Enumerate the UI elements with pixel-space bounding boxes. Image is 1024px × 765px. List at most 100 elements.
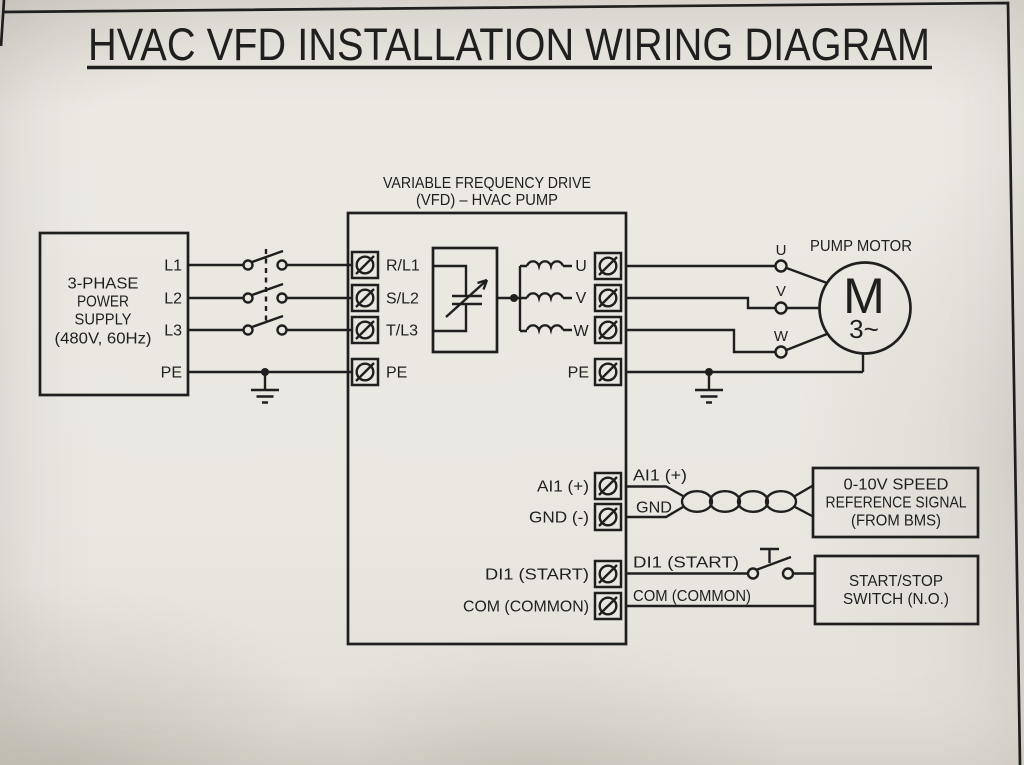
motor-lead-wires	[786, 266, 828, 352]
converter-block	[431, 246, 499, 354]
vfd-heading-2: (VFD) – HVAC PUMP	[416, 192, 558, 209]
screw-slash	[598, 288, 618, 308]
junction-dot	[510, 294, 518, 302]
screw-terminal-tl3	[350, 315, 380, 345]
motor-lead-label-u: U	[776, 242, 787, 259]
start-stop-line-2: SWITCH (N.O.)	[843, 591, 949, 608]
screw-slash	[598, 256, 618, 276]
output-terminal-label-pe: PE	[568, 365, 589, 382]
speed-reference-box: 0-10V SPEED REFERENCE SIGNAL (FROM BMS)	[811, 466, 980, 539]
screw-terminal-ai1	[593, 471, 623, 501]
input-terminal-label-rl1: R/L1	[386, 258, 420, 275]
com-label-inside: COM (COMMON)	[463, 599, 589, 616]
di1-label-outside: DI1 (START)	[633, 555, 739, 572]
screw-terminal-pe-in	[350, 357, 380, 387]
motor-circuit: U V W M 3~ PUMP MOTOR	[626, 238, 912, 404]
com-label-outside: COM (COMMON)	[633, 588, 751, 605]
disconnect-contact	[276, 292, 288, 304]
start-stop-outline	[813, 554, 980, 626]
screw-terminal-icon	[598, 596, 618, 616]
motor-letter: M	[843, 268, 885, 324]
page-title: HVAC VFD INSTALLATION WIRING DIAGRAM	[88, 19, 930, 70]
vfd-heading-1: VARIABLE FREQUENCY DRIVE	[383, 175, 591, 192]
supply-terminal-l1: L1	[164, 258, 182, 275]
start-stop-contact	[746, 547, 795, 580]
start-stop-box: START/STOP SWITCH (N.O.)	[813, 554, 980, 626]
screw-slash	[355, 288, 375, 308]
twist-loop	[708, 490, 742, 514]
vfd-box: VARIABLE FREQUENCY DRIVE (VFD) – HVAC PU…	[346, 175, 628, 646]
output-terminal-label-w: W	[573, 323, 589, 340]
screw-terminal-icon	[355, 320, 375, 340]
screw-terminal-rl1	[350, 250, 380, 280]
wire-w	[626, 328, 776, 354]
screw-terminal-sl2	[350, 283, 380, 313]
di1-label-inside: DI1 (START)	[485, 567, 589, 584]
ai1-label-inside: AI1 (+)	[537, 479, 589, 496]
speed-ref-line-1: 0-10V SPEED	[844, 477, 949, 494]
power-supply-box: 3-PHASE POWER SUPPLY (480V, 60Hz) L1 L2 …	[38, 231, 190, 397]
motor-phase: 3~	[849, 314, 879, 344]
dc-bus-capacitor-icon	[433, 264, 482, 333]
switch-contact	[781, 567, 795, 580]
analog-wires-out	[794, 484, 814, 518]
screw-slash	[355, 362, 375, 382]
disconnect-blade	[251, 249, 284, 264]
input-terminal-label-tl3: T/L3	[386, 323, 418, 340]
screw-slash	[355, 255, 375, 275]
gnd-label-outside: GND	[636, 500, 672, 517]
screw-terminal-pe-out	[593, 357, 623, 387]
screw-slash	[598, 596, 618, 616]
inductor-coil-u	[525, 260, 572, 271]
screw-terminal-gnd	[593, 502, 623, 532]
screw-terminal-w	[593, 315, 623, 345]
screw-terminal-u	[593, 251, 623, 281]
inductor-coil-v	[525, 292, 572, 303]
output-terminal-label-v: V	[576, 290, 587, 307]
screw-slash	[598, 564, 618, 584]
screw-terminal-icon	[598, 320, 618, 340]
vfd-outline	[346, 211, 628, 646]
disconnect-contact	[242, 324, 254, 336]
start-stop-line-1: START/STOP	[849, 573, 943, 590]
input-terminal-label-pe: PE	[386, 365, 407, 382]
gnd-label-inside: GND (-)	[529, 510, 589, 527]
analog-input-circuit: AI1 (+) GND (-) AI1 (+) GND 0-10V SPEED …	[529, 466, 980, 539]
screw-terminal-com	[593, 591, 623, 621]
motor-lead-node-u	[774, 259, 788, 273]
disconnect-contact	[276, 259, 288, 271]
earth-ground-icon	[695, 372, 723, 404]
screw-terminal-icon	[598, 564, 618, 584]
twist-loop	[764, 490, 798, 514]
twist-loop	[736, 490, 770, 514]
screw-slash	[598, 507, 618, 527]
screw-terminal-v	[593, 283, 623, 313]
power-supply-label-3: SUPPLY	[75, 312, 132, 329]
screw-terminal-icon	[355, 362, 375, 382]
twisted-pair-cable	[680, 490, 798, 514]
disconnect-blade	[251, 314, 284, 329]
converter-outline	[431, 246, 499, 354]
motor-lead-node-w	[774, 345, 788, 359]
supply-terminal-l3: L3	[164, 323, 182, 340]
input-terminal-label-sl2: S/L2	[386, 291, 419, 308]
analog-wires-in	[626, 485, 684, 519]
motor-lead-label-v: V	[776, 283, 786, 300]
screw-terminal-icon	[355, 255, 375, 275]
switch-contact	[746, 567, 760, 580]
screw-terminal-di1	[593, 559, 623, 589]
supply-terminal-l2: L2	[164, 291, 182, 308]
supply-wiring	[188, 249, 352, 404]
inductor-coil-w	[525, 324, 572, 335]
pump-motor-label: PUMP MOTOR	[810, 238, 912, 255]
motor-lead-label-w: W	[774, 328, 789, 345]
power-supply-label-4: (480V, 60Hz)	[55, 331, 152, 348]
power-supply-label-1: 3-PHASE	[68, 276, 139, 293]
screw-terminal-icon	[598, 476, 618, 496]
screw-terminal-icon	[598, 362, 618, 382]
output-section: U V W PE	[497, 251, 623, 387]
screw-terminal-icon	[598, 256, 618, 276]
